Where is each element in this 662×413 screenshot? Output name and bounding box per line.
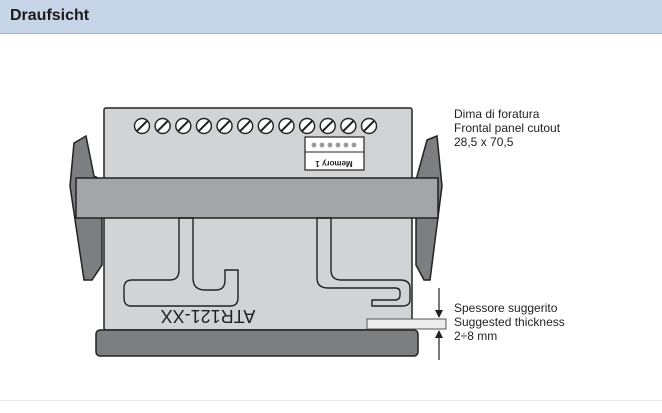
screw-slot <box>218 120 231 132</box>
panel-thickness-sample <box>366 318 447 330</box>
screw-slot <box>156 120 169 132</box>
screw-slot <box>322 120 334 132</box>
memory-dot <box>335 142 341 148</box>
memory-label-plate <box>304 136 365 171</box>
arrow-up-icon <box>435 330 443 338</box>
memory-dot <box>327 142 333 148</box>
screw-slot <box>260 120 272 132</box>
device-housing <box>103 107 413 331</box>
cutout-label-line1: Dima di foratura <box>454 107 540 121</box>
thickness-label-line2: Suggested thickness <box>454 315 565 329</box>
device-top-view-diagram: Memory 1 ATR121-XX Dima di foratura Fron… <box>69 107 565 360</box>
screw-slot <box>239 120 251 132</box>
memory-indicator-dots <box>311 142 357 148</box>
screw-slot <box>177 120 189 132</box>
thickness-label-line3: 2÷8 mm <box>454 329 497 343</box>
memory-dot <box>319 142 325 148</box>
screw-slot <box>342 120 355 132</box>
screw-slot <box>198 120 210 132</box>
front-bezel <box>95 329 419 357</box>
memory-label: Memory 1 <box>315 159 353 168</box>
screw-slot <box>301 120 313 132</box>
memory-dot <box>351 142 357 148</box>
model-label: ATR121-XX <box>161 306 256 326</box>
screw-slot <box>363 120 375 132</box>
panel-band <box>75 177 439 219</box>
page-title: Draufsicht <box>10 7 90 24</box>
memory-dot <box>311 142 317 148</box>
right-hook <box>316 217 411 307</box>
cutout-label-line2: Frontal panel cutout <box>454 121 561 135</box>
screw-slot <box>280 120 293 132</box>
memory-dot <box>343 142 349 148</box>
arrow-down-icon <box>435 310 443 318</box>
screw-slot <box>136 120 148 132</box>
thickness-label-line1: Spessore suggerito <box>454 301 558 315</box>
header-bar: Draufsicht <box>0 0 662 34</box>
cutout-label-line3: 28,5 x 70,5 <box>454 135 514 149</box>
left-hook <box>123 217 239 307</box>
terminal-block <box>133 117 378 135</box>
footer-divider <box>0 400 662 401</box>
